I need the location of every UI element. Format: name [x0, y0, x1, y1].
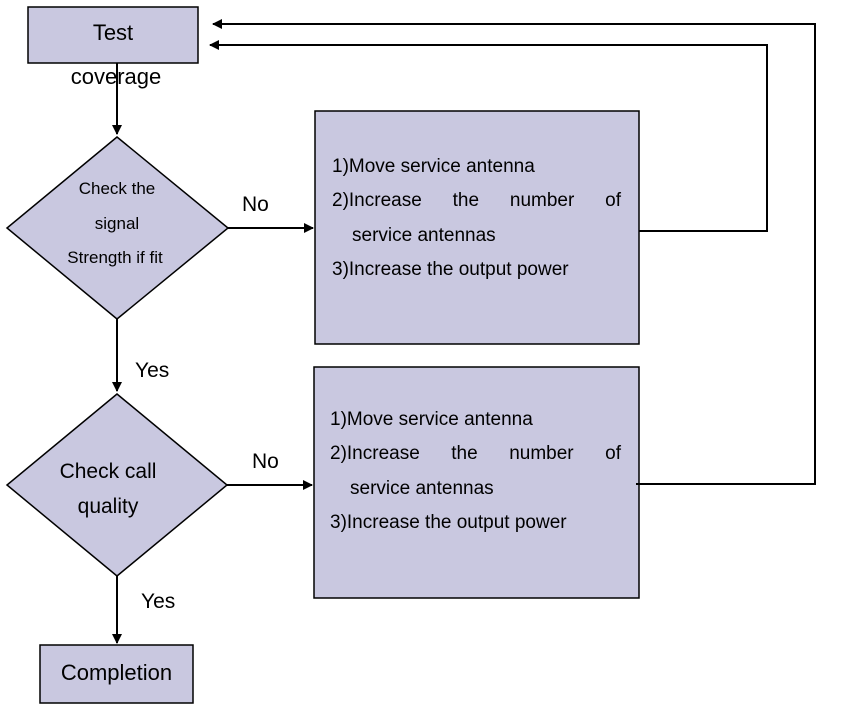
actions1-item-2: 2)Increase the number of — [332, 190, 621, 211]
edge-actions2-loop-back — [212, 19, 816, 485]
end-box — [39, 644, 194, 704]
actions1-item-3: 3)Increase the output power — [332, 259, 569, 280]
quality-no-label: No — [252, 450, 279, 473]
edge-actions1-loop-back — [209, 40, 768, 232]
start-label-line2: coverage — [70, 64, 162, 89]
actions2-item-2-cont: service antennas — [350, 478, 494, 499]
actions2-item-2: 2)Increase the number of — [330, 443, 621, 464]
signal-no-label: No — [242, 193, 269, 216]
actions1-item-1: 1)Move service antenna — [332, 156, 535, 177]
quality-yes-label: Yes — [141, 590, 176, 613]
actions2-item-3: 3)Increase the output power — [330, 512, 567, 533]
signal-yes-label: Yes — [135, 359, 170, 382]
signal-decision-line3: Strength if fit — [67, 248, 163, 267]
signal-decision-line2: signal — [94, 214, 140, 233]
signal-decision-line1: Check the — [78, 179, 156, 198]
quality-decision-line2: quality — [77, 495, 139, 518]
actions1-item-2-cont: service antennas — [352, 225, 496, 246]
end-label: Completion — [60, 660, 173, 685]
quality-decision-line1: Check call — [59, 460, 157, 483]
actions-box-1 — [314, 110, 640, 345]
start-label-line1: Test — [92, 20, 134, 45]
actions2-item-1: 1)Move service antenna — [330, 409, 533, 430]
quality-decision-diamond — [5, 393, 229, 577]
actions-box-2 — [313, 366, 640, 599]
start-box — [27, 6, 199, 64]
